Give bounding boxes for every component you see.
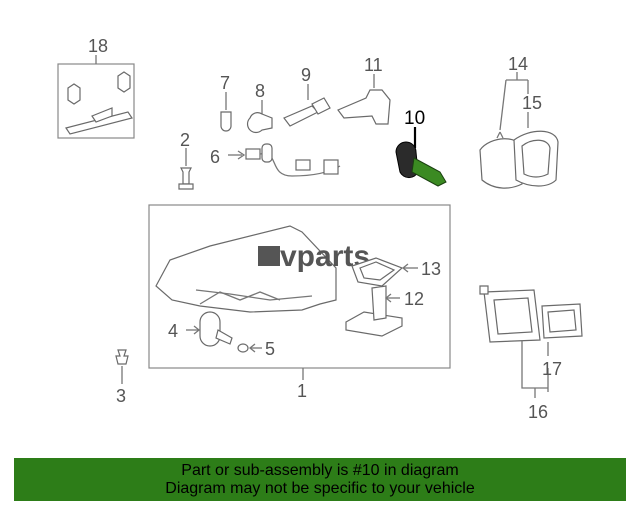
part-14-15-bezels[interactable]	[479, 72, 559, 189]
callout-18[interactable]: 18	[88, 36, 108, 56]
parts-diagram: 18 2 7 8 9 11 10	[57, 36, 583, 422]
callout-13[interactable]: 13	[421, 259, 441, 279]
callout-5[interactable]: 5	[265, 339, 275, 359]
part-18-bracket-kit[interactable]	[57, 55, 135, 139]
part-13-gasket[interactable]	[351, 257, 418, 287]
callout-16[interactable]: 16	[528, 402, 548, 422]
part-4-socket[interactable]	[186, 311, 233, 347]
part-1-headlamp-assembly[interactable]	[148, 204, 451, 380]
callout-6[interactable]: 6	[210, 147, 220, 167]
part-10-bulb-highlighted[interactable]	[395, 127, 447, 187]
callout-15[interactable]: 15	[522, 93, 542, 113]
part-2-bolt[interactable]	[178, 148, 194, 190]
callout-1[interactable]: 1	[297, 381, 307, 401]
part-9-bulb[interactable]	[283, 84, 331, 127]
callout-8[interactable]: 8	[255, 81, 265, 101]
callout-9[interactable]: 9	[301, 65, 311, 85]
banner-line-2: Diagram may not be specific to your vehi…	[165, 480, 475, 497]
part-12-ballast[interactable]	[345, 285, 403, 337]
callout-14[interactable]: 14	[508, 54, 528, 74]
part-3-clip[interactable]	[115, 349, 129, 384]
part-8-bulb[interactable]	[246, 100, 273, 134]
callout-12[interactable]: 12	[404, 289, 424, 309]
part-7-bulb[interactable]	[220, 92, 232, 132]
callout-2[interactable]: 2	[180, 130, 190, 150]
banner-line-1: Part or sub-assembly is #10 in diagram	[181, 462, 459, 479]
callout-3[interactable]: 3	[116, 386, 126, 406]
part-5-o-ring[interactable]	[237, 343, 262, 353]
part-11-bracket[interactable]	[337, 74, 391, 125]
callout-17[interactable]: 17	[542, 359, 562, 379]
info-banner: Part or sub-assembly is #10 in diagram D…	[14, 458, 626, 501]
part-6-harness[interactable]	[228, 143, 341, 177]
callout-10[interactable]: 10	[404, 108, 425, 129]
part-16-17-frames[interactable]	[479, 285, 583, 398]
callout-7[interactable]: 7	[220, 73, 230, 93]
callout-4[interactable]: 4	[168, 321, 178, 341]
callout-11[interactable]: 11	[364, 55, 383, 75]
